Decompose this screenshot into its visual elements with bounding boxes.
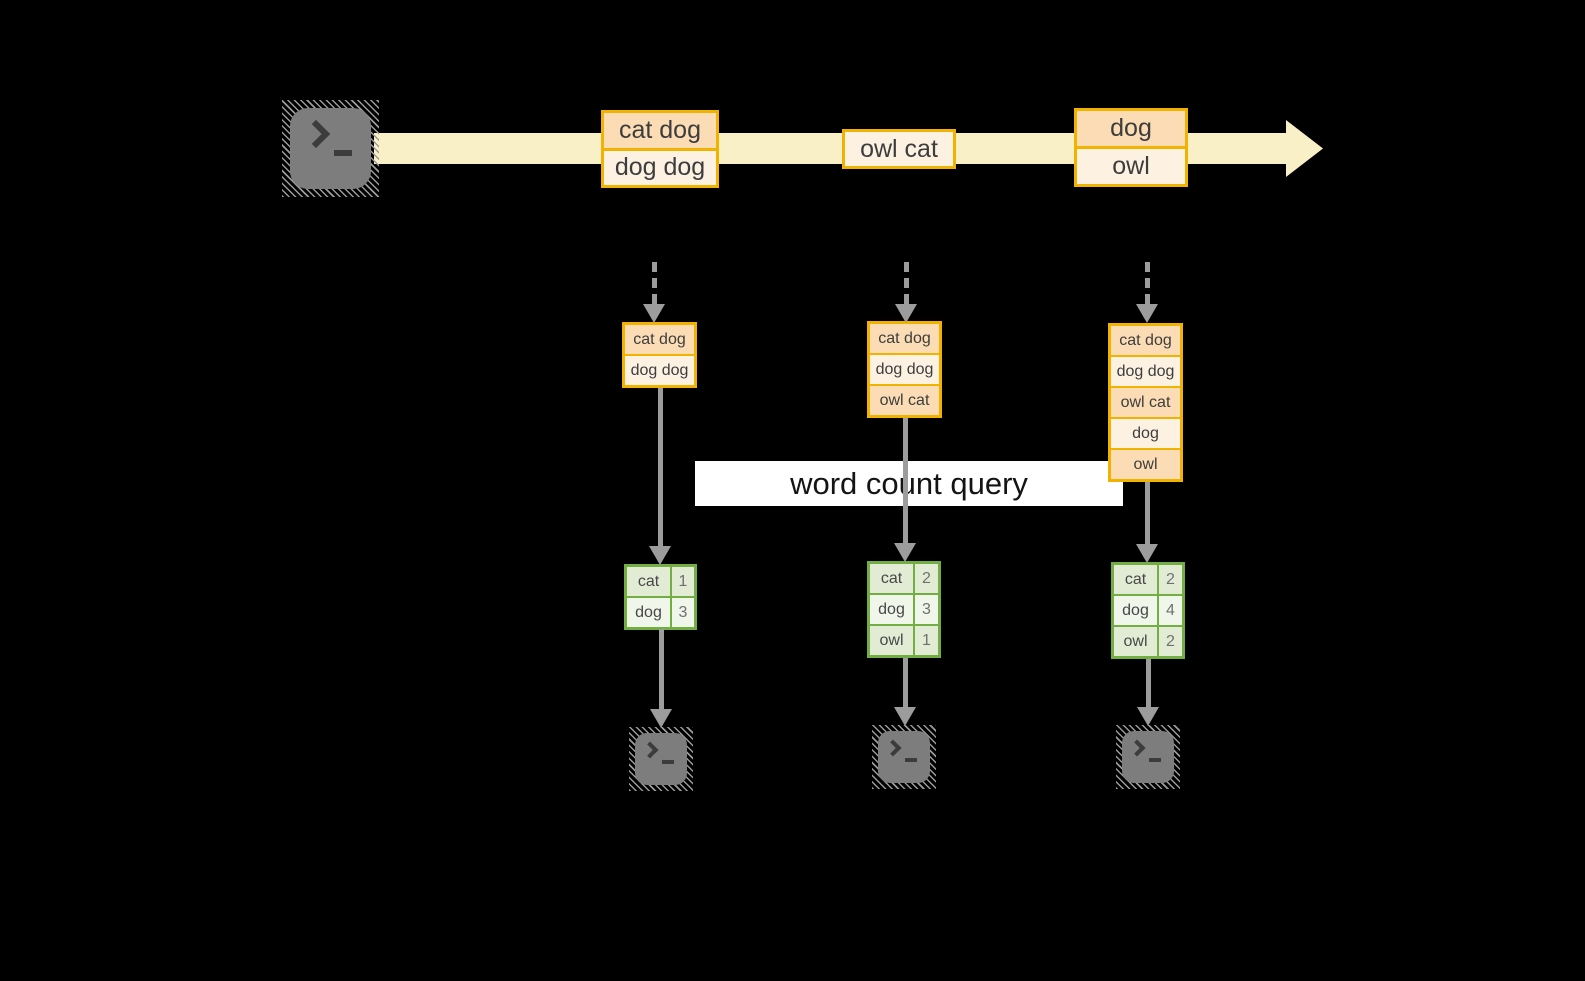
record-line: owl — [1077, 146, 1185, 184]
prompt-chevron-icon — [884, 739, 902, 757]
count-cell: 2 — [1159, 627, 1182, 656]
prompt-chevron-icon — [641, 741, 659, 759]
sink-terminal-icon-1 — [629, 727, 693, 791]
buffer-line: dog dog — [1111, 355, 1180, 386]
stream-record-2: owl cat — [842, 129, 956, 169]
ingest-arrow-1 — [643, 262, 665, 323]
buffer-line: dog — [1111, 417, 1180, 448]
ingest-arrow-3 — [1136, 262, 1158, 323]
count-cell: 1 — [915, 626, 938, 655]
output-arrow-1 — [650, 629, 672, 728]
word-cell: owl — [870, 626, 915, 655]
prompt-underscore-icon — [334, 150, 352, 156]
prompt-chevron-icon — [1128, 739, 1146, 757]
prompt-underscore-icon — [905, 758, 917, 762]
count-table-1: cat 1 dog 3 — [624, 564, 697, 630]
window-buffer-1: cat dog dog dog — [622, 322, 697, 388]
output-arrow-3 — [1137, 659, 1159, 726]
sink-terminal-icon-2 — [872, 725, 936, 789]
terminal-body — [635, 733, 687, 785]
window-buffer-3: cat dog dog dog owl cat dog owl — [1108, 323, 1183, 482]
stream-record-3: dog owl — [1074, 108, 1188, 187]
count-cell: 2 — [1159, 565, 1182, 594]
terminal-body — [1122, 731, 1174, 783]
buffer-line: owl cat — [1111, 386, 1180, 417]
output-arrow-2 — [894, 658, 916, 726]
count-cell: 2 — [915, 564, 938, 593]
buffer-line: cat dog — [1111, 326, 1180, 355]
prompt-underscore-icon — [1149, 758, 1161, 762]
prompt-chevron-icon — [301, 119, 331, 149]
record-line: cat dog — [604, 113, 716, 148]
count-cell: 3 — [672, 598, 694, 627]
sink-terminal-icon-3 — [1116, 725, 1180, 789]
record-line: dog — [1077, 111, 1185, 146]
count-table-2: cat 2 dog 3 owl 1 — [867, 561, 941, 658]
word-cell: cat — [1114, 565, 1159, 594]
record-line: dog dog — [604, 147, 716, 185]
count-cell: 3 — [915, 595, 938, 624]
ingest-arrow-2 — [895, 262, 917, 323]
prompt-underscore-icon — [662, 760, 674, 764]
word-cell: dog — [1114, 596, 1159, 625]
count-table-3: cat 2 dog 4 owl 2 — [1111, 562, 1185, 659]
word-cell: cat — [627, 567, 672, 596]
buffer-line: cat dog — [870, 324, 939, 353]
count-cell: 4 — [1159, 596, 1182, 625]
query-arrow-3 — [1136, 482, 1158, 563]
terminal-body — [878, 731, 930, 783]
terminal-body — [290, 108, 371, 189]
query-arrow-1 — [649, 388, 671, 565]
window-buffer-2: cat dog dog dog owl cat — [867, 321, 942, 418]
word-cell: owl — [1114, 627, 1159, 656]
record-line: owl cat — [845, 132, 953, 166]
stream-record-1: cat dog dog dog — [601, 110, 719, 188]
count-cell: 1 — [672, 567, 694, 596]
word-cell: dog — [870, 595, 915, 624]
query-label: word count query — [695, 461, 1123, 506]
word-cell: dog — [627, 598, 672, 627]
source-terminal-icon — [282, 100, 379, 197]
word-cell: cat — [870, 564, 915, 593]
buffer-line: cat dog — [625, 325, 694, 354]
stream-arrowhead-icon — [1286, 120, 1323, 177]
buffer-line: owl cat — [870, 384, 939, 415]
query-arrow-2 — [894, 418, 916, 562]
buffer-line: dog dog — [870, 353, 939, 384]
buffer-line: dog dog — [625, 354, 694, 385]
buffer-line: owl — [1111, 448, 1180, 479]
